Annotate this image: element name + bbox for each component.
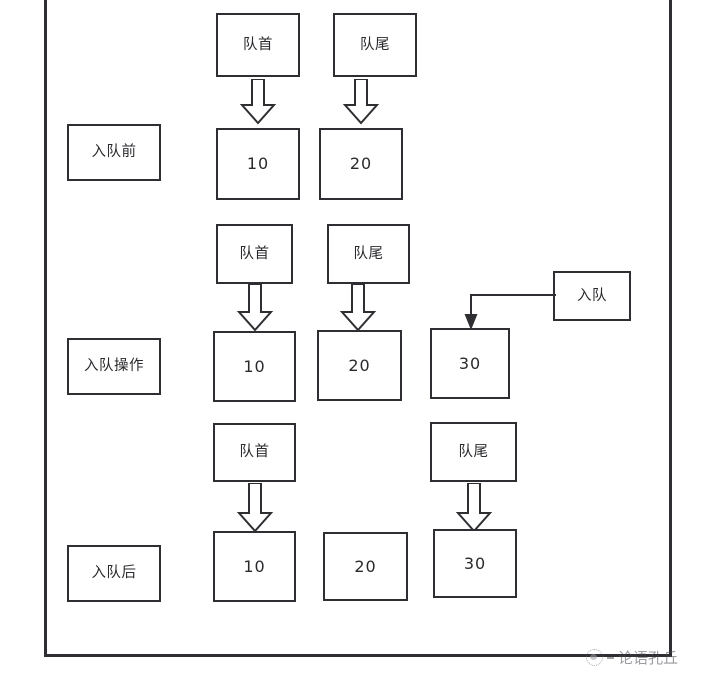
row-label-before-enqueue: 入队前 [67, 124, 161, 181]
row-label-enqueue-operation: 入队操作 [67, 338, 161, 395]
queue-cell-row1-1: 20 [319, 128, 403, 200]
pointer-tail-row2: 队尾 [327, 224, 410, 284]
queue-cell-row3-0: 10 [213, 531, 296, 602]
block-arrow-head-row1 [238, 79, 278, 125]
pointer-head-row3: 队首 [213, 423, 296, 482]
pointer-head-row2: 队首 [216, 224, 293, 284]
watermark: 论语孔丘 [586, 647, 678, 668]
pointer-head-row1: 队首 [216, 13, 300, 77]
queue-cell-row2-2: 30 [430, 328, 510, 399]
queue-cell-row2-1: 20 [317, 330, 402, 401]
queue-cell-row3-1: 20 [323, 532, 408, 601]
watermark-text: 论语孔丘 [618, 649, 679, 667]
queue-cell-row1-0: 10 [216, 128, 300, 200]
pointer-tail-row3: 队尾 [430, 422, 517, 482]
pointer-tail-row1: 队尾 [333, 13, 417, 77]
frame-right-border [669, 0, 672, 657]
watermark-dash-icon [607, 656, 614, 659]
row-label-after-enqueue: 入队后 [67, 545, 161, 602]
enqueue-action-box: 入队 [553, 271, 631, 321]
queue-cell-row2-0: 10 [213, 331, 296, 402]
block-arrow-tail-row1 [341, 79, 381, 125]
enqueue-connector-arrow [462, 288, 558, 332]
block-arrow-head-row3 [235, 483, 275, 533]
frame-bottom-border [44, 654, 672, 657]
block-arrow-tail-row3 [454, 483, 494, 533]
queue-cell-row3-2: 30 [433, 529, 517, 598]
frame-left-border [44, 0, 47, 657]
block-arrow-head-row2 [235, 284, 275, 332]
block-arrow-tail-row2 [338, 284, 378, 332]
watermark-logo-icon [586, 649, 603, 666]
